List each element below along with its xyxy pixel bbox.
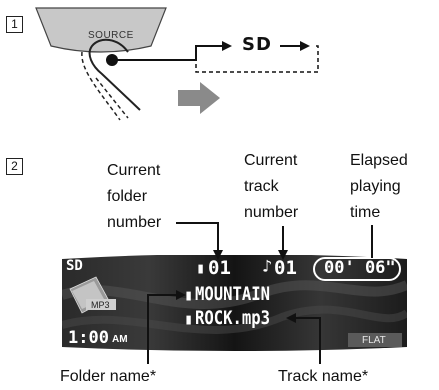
source-button-illustration	[35, 7, 319, 121]
arrow-folder-number	[176, 222, 219, 252]
label-track-number-line3: number	[244, 204, 299, 221]
track-number-icon: ♪	[262, 257, 273, 277]
elapsed-time-frame	[313, 257, 401, 281]
finger-outline-left	[95, 77, 129, 119]
lcd-track-number: 01	[274, 257, 297, 279]
folder-name-icon: ▮	[184, 286, 194, 304]
label-folder-number-line3: number	[107, 214, 162, 231]
lcd-format-badge: MP3	[91, 300, 110, 310]
source-button	[35, 7, 167, 53]
source-button-label: SOURCE	[88, 30, 134, 41]
finger-outline	[88, 38, 141, 111]
lcd-track-name: ROCK.mp3	[195, 307, 271, 329]
label-track-name: Track name*	[278, 368, 369, 385]
track-name-icon: ▮	[184, 310, 194, 328]
label-elapsed-line1: Elapsed	[350, 152, 408, 169]
label-elapsed-line2: playing	[350, 178, 401, 195]
flow-arrow-to-sd	[112, 45, 222, 61]
flow-arrowhead-next	[300, 41, 310, 51]
flow-return-dashed	[195, 45, 319, 73]
label-elapsed-line3: time	[350, 204, 381, 221]
label-track-number-line2: track	[244, 178, 279, 195]
arrow-track-name	[294, 317, 321, 364]
flow-arrowhead-sd	[222, 41, 232, 51]
arrow-folder-name	[147, 294, 178, 364]
lcd-folder-name: MOUNTAIN	[195, 283, 271, 305]
label-folder-number-line2: folder	[107, 188, 148, 205]
lcd-clock-suffix: AM	[112, 334, 128, 345]
label-folder-name: Folder name*	[60, 368, 157, 385]
flat-badge-box	[348, 333, 402, 347]
step-1-marker: 1	[6, 16, 23, 33]
sd-flow-label: SD	[242, 34, 272, 55]
lcd-source: SD	[66, 258, 83, 274]
lcd-elapsed-time: 00' 06"	[324, 258, 396, 278]
mp3-badge-box	[86, 299, 116, 310]
lcd-eq-mode: FLAT	[362, 335, 386, 346]
lcd-clock: 1:00	[68, 328, 109, 348]
label-track-number-line1: Current	[244, 152, 298, 169]
label-folder-number-line1: Current	[107, 162, 161, 179]
step-2-marker: 2	[6, 158, 23, 175]
motion-arrow	[178, 82, 220, 114]
folder-number-icon: ▮	[196, 259, 206, 277]
lcd-folder-number: 01	[208, 257, 231, 279]
